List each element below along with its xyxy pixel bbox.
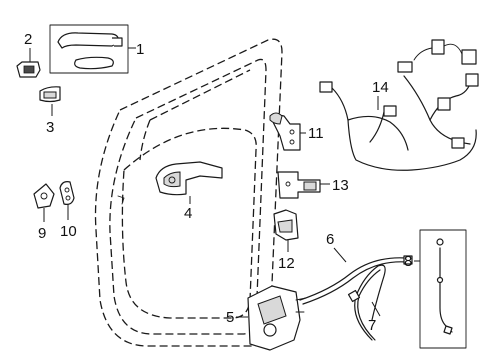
callout-7: 7 bbox=[368, 317, 376, 334]
callout-leaders bbox=[29, 47, 420, 318]
callout-6: 6 bbox=[326, 231, 334, 248]
callout-9: 9 bbox=[38, 225, 46, 242]
part-14-wiring-harness bbox=[319, 39, 479, 171]
part-13-door-check bbox=[277, 171, 321, 199]
callout-1: 1 bbox=[136, 41, 144, 58]
part-1-outside-handle bbox=[49, 24, 129, 74]
part-11-upper-hinge bbox=[269, 112, 301, 151]
part-12-lower-hinge bbox=[273, 209, 299, 241]
callout-10: 10 bbox=[60, 223, 77, 240]
callout-3: 3 bbox=[46, 119, 54, 136]
callout-12: 12 bbox=[278, 255, 295, 272]
part-7-release-cable bbox=[347, 264, 386, 341]
callout-2: 2 bbox=[24, 31, 32, 48]
part-8-lock-rod bbox=[419, 229, 467, 349]
callout-8: 8 bbox=[404, 253, 412, 270]
part-9-striker-bracket bbox=[33, 183, 55, 209]
callout-13: 13 bbox=[332, 177, 349, 194]
callout-4: 4 bbox=[184, 205, 192, 222]
callout-14: 14 bbox=[372, 79, 389, 96]
door-frame-outline bbox=[94, 38, 283, 347]
callout-numbers: 1 2 3 4 5 6 7 8 9 10 11 12 13 14 bbox=[24, 31, 412, 334]
callout-5: 5 bbox=[226, 309, 234, 326]
part-10-striker-plate bbox=[59, 181, 75, 205]
part-4-inside-handle bbox=[155, 161, 223, 196]
callout-11: 11 bbox=[308, 125, 324, 142]
part-6-lock-cable bbox=[299, 255, 413, 305]
part-2-handle-cap bbox=[16, 61, 41, 78]
part-5-door-latch bbox=[247, 285, 307, 351]
part-3-handle-bezel bbox=[39, 86, 61, 103]
